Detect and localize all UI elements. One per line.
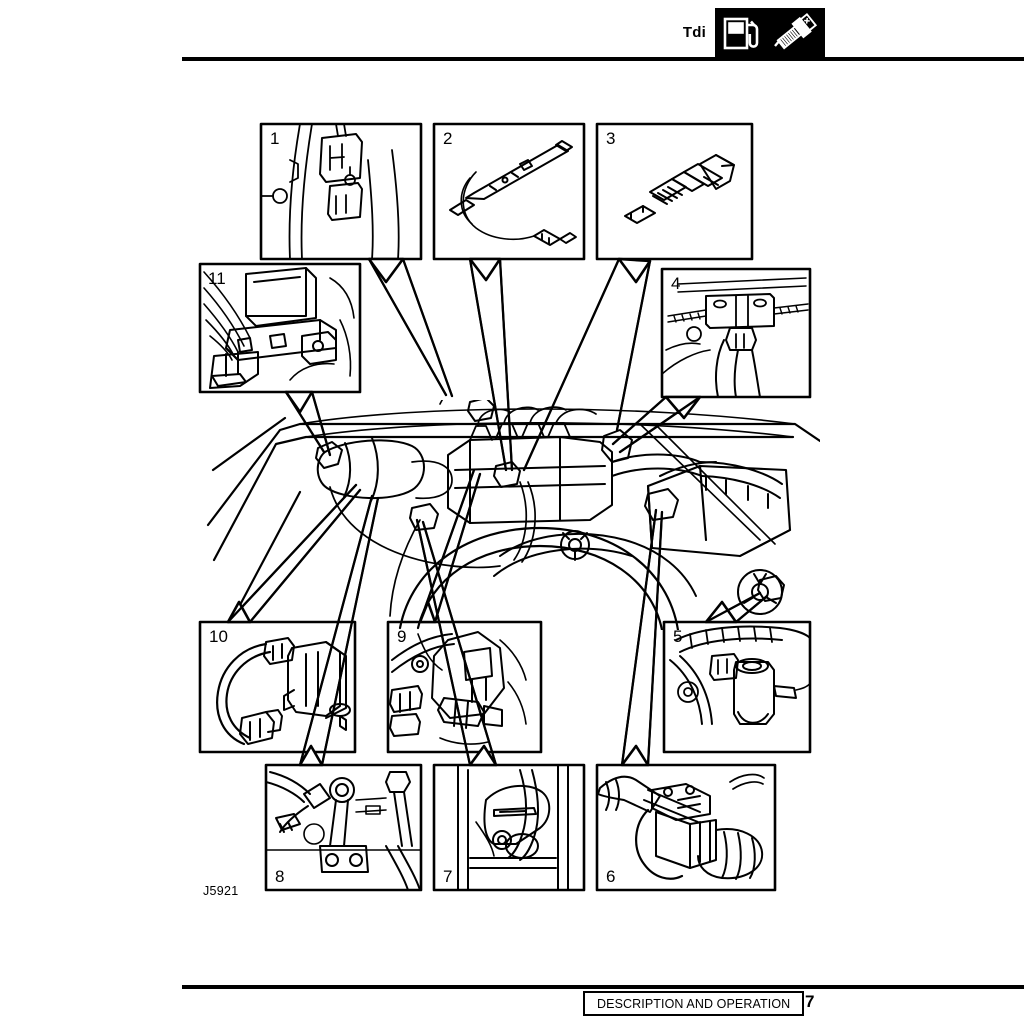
callout-number-7: 7 <box>443 867 453 886</box>
callout-number-1: 1 <box>270 129 280 148</box>
page-footer <box>0 955 1024 1024</box>
callout-number-3: 3 <box>606 129 616 148</box>
callout-number-6: 6 <box>606 867 616 886</box>
callout-number-8: 8 <box>275 867 285 886</box>
callout-number-2: 2 <box>443 129 453 148</box>
callout-art-11 <box>203 267 355 389</box>
callout-box-1 <box>259 122 423 261</box>
callout-box-6 <box>595 763 777 892</box>
leader-lines <box>226 257 769 767</box>
callout-box-11 <box>198 262 362 394</box>
callout-art-8 <box>266 771 421 890</box>
header-badge <box>715 8 825 58</box>
leader-lines-top <box>226 257 769 767</box>
callout-box-7 <box>432 763 586 892</box>
callout-frames <box>198 122 812 892</box>
fuel-pump-icon <box>723 17 759 50</box>
callout-box-10 <box>198 620 357 754</box>
callout-number-10: 10 <box>209 627 228 646</box>
figure-reference: J5921 <box>203 884 239 898</box>
callout-number-9: 9 <box>397 627 407 646</box>
callout-box-5 <box>662 620 812 754</box>
callout-number-4: 4 <box>671 274 681 293</box>
footer-section-label: DESCRIPTION AND OPERATION <box>597 996 791 1011</box>
callout-art-3 <box>624 154 735 224</box>
callout-art-2 <box>449 140 577 246</box>
callout-art-10 <box>216 637 351 746</box>
callout-art-7 <box>457 765 569 890</box>
engine-bay-illustration <box>206 400 820 630</box>
header-badge-icons <box>715 8 825 58</box>
fuel-injector-icon <box>774 13 818 50</box>
page-number: 7 <box>805 992 815 1011</box>
leader-notches <box>226 257 738 767</box>
footer-divider-rule <box>182 985 1024 989</box>
callout-art-6 <box>597 773 765 880</box>
callout-number-11: 11 <box>208 269 226 288</box>
callout-number-5: 5 <box>673 627 683 646</box>
header-divider-rule <box>182 57 1024 61</box>
callout-box-4 <box>660 267 812 399</box>
callout-box-9 <box>386 620 543 754</box>
page-header: Tdi <box>0 0 1024 70</box>
callout-box-8 <box>264 763 423 892</box>
callout-art-5 <box>669 625 810 725</box>
callout-box-3 <box>595 122 754 261</box>
footer-section-box: DESCRIPTION AND OPERATION <box>583 991 805 1016</box>
callout-art-9 <box>389 631 541 752</box>
callout-art-1 <box>261 124 400 259</box>
page-title: Tdi <box>682 24 706 41</box>
callout-art-4 <box>662 277 809 397</box>
callout-box-2 <box>432 122 586 261</box>
